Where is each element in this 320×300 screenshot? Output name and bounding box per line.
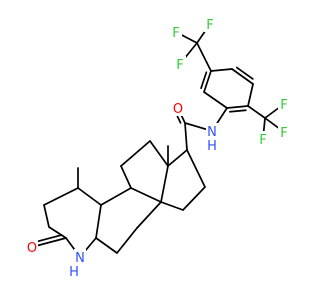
amide-nitrogen-h-label: H bbox=[207, 139, 217, 154]
bond-ar2-ar3-inner bbox=[200, 71, 208, 90]
fluorine-top-3-label: F bbox=[176, 58, 183, 73]
lactam-nitrogen-label: N bbox=[75, 251, 85, 266]
fluorine-right-2-label-background bbox=[278, 124, 290, 140]
bond-ar2-ar3 bbox=[203, 70, 212, 93]
bond-c6-c5 bbox=[95, 237, 118, 254]
lactam-oxygen-label-background bbox=[26, 239, 38, 255]
bond-c7-c6 bbox=[116, 227, 138, 254]
fluorine-right-3-label: F bbox=[259, 133, 266, 148]
bond-ar6-ar1-inner bbox=[229, 109, 247, 113]
bond-ar4-ar5 bbox=[231, 68, 254, 85]
bond-aryl-cf3-top bbox=[196, 42, 212, 72]
fluorine-right-2-label: F bbox=[280, 126, 287, 141]
bond-c8-c14 bbox=[130, 187, 162, 203]
bond-c11-c12 bbox=[120, 140, 151, 167]
lactam-oxygen-label: O bbox=[27, 241, 37, 256]
bond-c9-c8 bbox=[100, 187, 132, 206]
bond-c14-c15 bbox=[160, 201, 184, 211]
amide-nitrogen-h-label-background bbox=[206, 137, 218, 153]
fluorine-right-1-label: F bbox=[280, 98, 287, 113]
fluorine-right-3-label-background bbox=[257, 131, 269, 147]
bond-c9-c5 bbox=[95, 204, 102, 239]
bond-c3-c2 bbox=[48, 226, 67, 239]
bond-c17-c13 bbox=[167, 149, 188, 167]
bond-ar1-ar2 bbox=[203, 91, 228, 109]
bond-c2-c1 bbox=[43, 204, 50, 228]
amide-oxygen-label: O bbox=[173, 102, 183, 117]
bond-ar3-ar4 bbox=[210, 68, 233, 72]
bond-c14-c7 bbox=[136, 201, 162, 229]
bond-c3-o3-inner bbox=[34, 234, 62, 243]
bond-c1-c10 bbox=[43, 187, 79, 206]
fluorine-top-3-label-background bbox=[174, 56, 186, 72]
bond-c12-c13 bbox=[149, 140, 169, 167]
bond-ar5-ar6 bbox=[247, 83, 254, 107]
bond-c15-c16 bbox=[182, 186, 206, 211]
fluorine-top-2-label: F bbox=[206, 18, 213, 33]
lactam-nitrogen-h-label: H bbox=[69, 265, 79, 280]
amide-nitrogen-label: N bbox=[207, 125, 217, 140]
bond-c16-c17 bbox=[186, 149, 206, 188]
fluorine-top-1-label: F bbox=[172, 26, 179, 41]
bond-aryl-cf3-right bbox=[247, 105, 266, 119]
amide-oxygen-label-background bbox=[172, 100, 184, 116]
bond-c8-c11 bbox=[120, 165, 132, 189]
lactam-nitrogen-label-background bbox=[74, 249, 86, 265]
bond-c10-c9 bbox=[77, 187, 102, 206]
bond-c13-c14 bbox=[160, 165, 169, 203]
fluorine-top-2-label-background bbox=[204, 16, 216, 32]
fluorine-top-1-label-background bbox=[170, 24, 182, 40]
lactam-nitrogen-h-label-background bbox=[68, 263, 80, 279]
amide-nitrogen-label-background bbox=[206, 123, 218, 139]
bond-ar4-ar5-inner bbox=[235, 66, 254, 80]
bond-ar6-ar1 bbox=[226, 105, 249, 109]
fluorine-right-1-label-background bbox=[278, 96, 290, 112]
bond-c17-carbonyl bbox=[184, 122, 188, 151]
